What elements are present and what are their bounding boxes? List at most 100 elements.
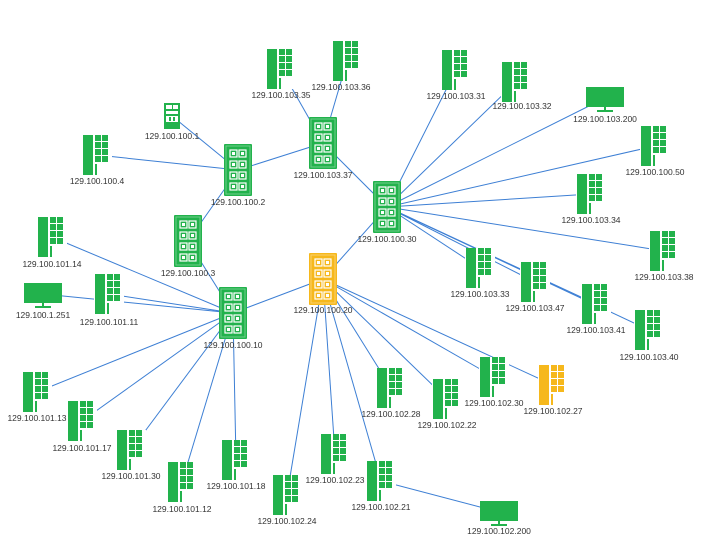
link-129-100-100-10-to-129-100-100-20 bbox=[232, 278, 324, 314]
server-icon bbox=[441, 50, 471, 90]
node-129-100-103-36[interactable]: 129.100.103.36 bbox=[311, 41, 371, 92]
link-129-100-100-20-to-129-100-102-27 bbox=[322, 278, 554, 386]
node-129-100-103-34[interactable]: 129.100.103.34 bbox=[561, 174, 621, 225]
node-129-100-101-11[interactable]: 129.100.101.11 bbox=[80, 274, 139, 327]
server-icon bbox=[479, 357, 509, 397]
node-129-100-102-30[interactable]: 129.100.102.30 bbox=[464, 357, 524, 408]
node-label: 129.100.101.17 bbox=[52, 443, 111, 453]
server-icon bbox=[266, 49, 296, 89]
link-129-100-100-30-to-129-100-103-32 bbox=[386, 81, 517, 208]
node-129-100-100-1[interactable]: 129.100.100.1 bbox=[145, 103, 200, 141]
monitor-icon bbox=[586, 87, 624, 112]
node-label: 129.100.101.12 bbox=[152, 504, 211, 514]
switch-icon bbox=[219, 287, 247, 339]
node-label: 129.100.102.30 bbox=[464, 398, 523, 408]
link-129-100-101-30-to-129-100-100-10 bbox=[130, 312, 234, 451]
node-label: 129.100.102.28 bbox=[361, 409, 420, 419]
server-icon bbox=[332, 41, 362, 81]
node-label: 129.100.102.23 bbox=[305, 475, 364, 485]
node-129-100-101-12[interactable]: 129.100.101.12 bbox=[152, 462, 212, 514]
node-129-100-102-22[interactable]: 129.100.102.22 bbox=[417, 379, 477, 430]
switch-icon bbox=[174, 215, 202, 267]
node-129-100-101-17[interactable]: 129.100.101.17 bbox=[52, 401, 112, 453]
node-label: 129.100.101.14 bbox=[22, 259, 81, 269]
firewall-icon bbox=[164, 103, 180, 129]
node-129-100-100-4[interactable]: 129.100.100.4 bbox=[70, 135, 125, 186]
server-icon bbox=[581, 284, 611, 324]
server-icon bbox=[634, 310, 664, 350]
link-129-100-101-13-to-129-100-100-10 bbox=[36, 312, 234, 393]
server-icon bbox=[167, 462, 197, 502]
link-129-100-100-20-to-129-100-102-22 bbox=[322, 278, 448, 400]
node-129-100-103-41[interactable]: 129.100.103.41 bbox=[566, 284, 626, 335]
node-129-100-100-20[interactable]: 129.100.100.20 bbox=[293, 253, 353, 315]
server-icon bbox=[22, 372, 52, 412]
link-129-100-101-17-to-129-100-100-10 bbox=[81, 312, 234, 422]
node-label: 129.100.103.32 bbox=[492, 101, 551, 111]
node-129-100-101-13[interactable]: 129.100.101.13 bbox=[7, 372, 67, 423]
monitor-icon bbox=[480, 501, 518, 526]
server-icon bbox=[67, 401, 97, 441]
node-129-100-103-47[interactable]: 129.100.103.47 bbox=[505, 262, 565, 313]
server-icon bbox=[520, 262, 550, 302]
switch-icon bbox=[373, 181, 401, 233]
node-label: 129.100.103.36 bbox=[311, 82, 370, 92]
node-label: 129.100.1.251 bbox=[16, 310, 71, 320]
node-129-100-102-28[interactable]: 129.100.102.28 bbox=[361, 368, 421, 419]
node-label: 129.100.103.35 bbox=[251, 90, 310, 100]
server-icon bbox=[538, 365, 568, 405]
node-label: 129.100.100.4 bbox=[70, 176, 125, 186]
node-129-100-101-30[interactable]: 129.100.101.30 bbox=[101, 430, 161, 481]
node-label: 129.100.103.38 bbox=[634, 272, 693, 282]
node-129-100-103-38[interactable]: 129.100.103.38 bbox=[634, 231, 694, 282]
node-129-100-100-50[interactable]: 129.100.100.50 bbox=[625, 126, 685, 177]
node-label: 129.100.103.37 bbox=[293, 170, 352, 180]
node-129-100-103-31[interactable]: 129.100.103.31 bbox=[426, 50, 486, 101]
node-label: 129.100.103.34 bbox=[561, 215, 620, 225]
node-129-100-100-2[interactable]: 129.100.100.2 bbox=[211, 144, 266, 207]
node-label: 129.100.100.50 bbox=[625, 167, 684, 177]
node-label: 129.100.101.18 bbox=[206, 481, 265, 491]
node-label: 129.100.102.22 bbox=[417, 420, 476, 430]
switch-icon bbox=[224, 144, 252, 196]
node-129-100-102-27[interactable]: 129.100.102.27 bbox=[523, 365, 583, 416]
link-129-100-100-30-to-129-100-103-38 bbox=[386, 206, 665, 252]
switch-icon bbox=[309, 253, 337, 305]
node-129-100-103-37[interactable]: 129.100.103.37 bbox=[293, 117, 353, 180]
link-129-100-100-30-to-129-100-103-33 bbox=[386, 206, 481, 269]
node-129-100-101-18[interactable]: 129.100.101.18 bbox=[206, 440, 266, 491]
switch-icon bbox=[309, 117, 337, 169]
node-129-100-1-251[interactable]: 129.100.1.251 bbox=[16, 283, 71, 320]
node-129-100-102-23[interactable]: 129.100.102.23 bbox=[305, 434, 365, 485]
link-129-100-1-251-to-129-100-100-10 bbox=[42, 293, 234, 314]
node-label: 129.100.103.200 bbox=[573, 114, 637, 124]
node-129-100-103-35[interactable]: 129.100.103.35 bbox=[251, 49, 311, 100]
link-129-100-102-21-to-129-100-102-200 bbox=[380, 480, 500, 513]
link-129-100-101-12-to-129-100-100-10 bbox=[181, 312, 234, 483]
node-129-100-103-200[interactable]: 129.100.103.200 bbox=[573, 87, 637, 124]
node-129-100-102-21[interactable]: 129.100.102.21 bbox=[351, 461, 411, 512]
server-icon bbox=[501, 62, 531, 102]
server-icon bbox=[376, 368, 406, 408]
node-label: 129.100.102.24 bbox=[257, 516, 316, 526]
link-129-100-100-20-to-129-100-102-30 bbox=[322, 278, 495, 378]
server-icon bbox=[366, 461, 396, 501]
node-129-100-100-30[interactable]: 129.100.100.30 bbox=[357, 181, 417, 244]
node-label: 129.100.100.20 bbox=[293, 305, 352, 315]
link-129-100-100-2-to-129-100-103-37 bbox=[237, 142, 324, 171]
node-129-100-103-40[interactable]: 129.100.103.40 bbox=[619, 310, 679, 362]
node-129-100-102-200[interactable]: 129.100.102.200 bbox=[467, 501, 531, 536]
node-129-100-100-3[interactable]: 129.100.100.3 bbox=[161, 215, 216, 278]
node-129-100-103-32[interactable]: 129.100.103.32 bbox=[492, 62, 552, 111]
link-129-100-101-11-to-129-100-100-10 bbox=[108, 293, 234, 314]
node-label: 129.100.103.41 bbox=[566, 325, 625, 335]
node-129-100-102-24[interactable]: 129.100.102.24 bbox=[257, 475, 317, 526]
link-129-100-101-14-to-129-100-100-10 bbox=[51, 236, 234, 314]
node-129-100-103-33[interactable]: 129.100.103.33 bbox=[450, 248, 510, 299]
node-129-100-100-10[interactable]: 129.100.100.10 bbox=[203, 287, 263, 350]
server-icon bbox=[465, 248, 495, 288]
node-label: 129.100.103.40 bbox=[619, 352, 678, 362]
node-129-100-101-14[interactable]: 129.100.101.14 bbox=[22, 217, 82, 269]
link-129-100-100-4-to-129-100-100-2 bbox=[96, 154, 239, 171]
